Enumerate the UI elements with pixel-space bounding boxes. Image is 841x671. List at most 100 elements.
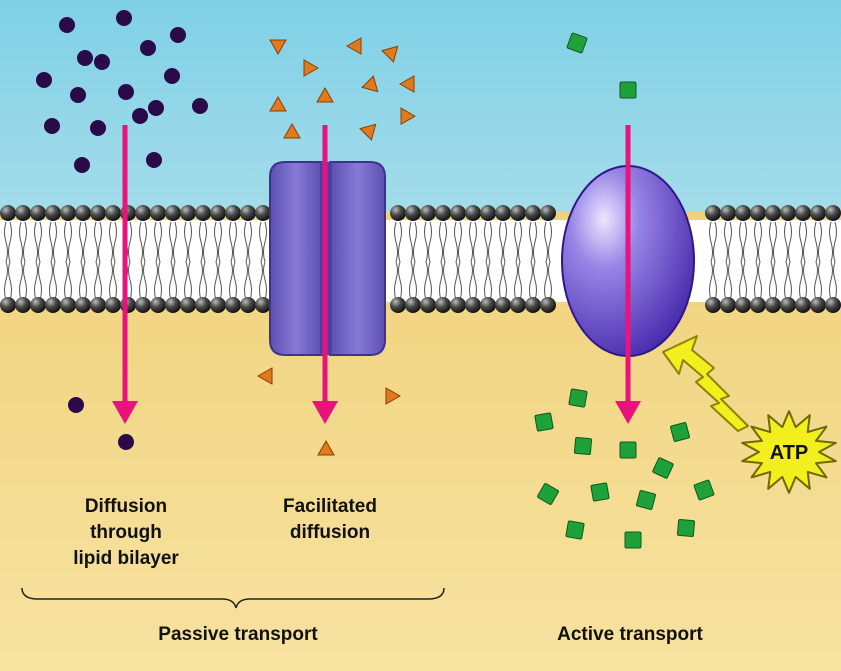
diffusion-solute-dot: [164, 68, 180, 84]
phospholipid-head: [705, 205, 721, 221]
lipid-bilayer: [0, 205, 841, 313]
phospholipid-head: [735, 205, 751, 221]
phospholipid-head: [720, 297, 736, 313]
phospholipid-head: [195, 297, 211, 313]
facilitated-solute-triangle: [345, 37, 362, 55]
active-solute-square: [676, 518, 696, 538]
facilitated-solute-triangle: [359, 123, 377, 141]
phospholipid-head: [135, 297, 151, 313]
phospholipid-head: [150, 297, 166, 313]
phospholipid-head: [465, 297, 481, 313]
phospholipid-head: [75, 205, 91, 221]
active-solute-square: [566, 32, 588, 54]
active-solute-square: [636, 490, 656, 510]
diffusion-solute-dot: [140, 40, 156, 56]
diffusion-solute-dot: [146, 152, 162, 168]
phospholipid-head: [510, 205, 526, 221]
phospholipid-head: [480, 297, 496, 313]
phospholipid-head: [390, 297, 406, 313]
phospholipid-head: [105, 205, 121, 221]
diffusion-solute-dot: [44, 118, 60, 134]
phospholipid-head: [780, 297, 796, 313]
phospholipid-head: [0, 297, 16, 313]
phospholipid-head: [525, 205, 541, 221]
diffusion-solute-dot: [118, 434, 134, 450]
active-transport-solutes: [534, 32, 715, 549]
facilitated-solutes: [256, 37, 416, 456]
label-diffusion-through-lipid-bilayer: Diffusion through lipid bilayer: [73, 496, 179, 569]
phospholipid-head: [405, 297, 421, 313]
active-solute-square: [565, 520, 585, 540]
facilitated-solute-triangle: [398, 75, 415, 93]
phospholipid-head: [180, 297, 196, 313]
diffusion-solute-dot: [59, 17, 75, 33]
phospholipid-head: [165, 205, 181, 221]
label-active-transport: Active transport: [557, 624, 703, 645]
phospholipid-head: [225, 297, 241, 313]
facilitated-solute-triangle: [283, 122, 301, 139]
diffusion-solutes: [36, 10, 208, 450]
phospholipid-head: [525, 297, 541, 313]
phospholipid-head: [60, 205, 76, 221]
phospholipid-head: [420, 205, 436, 221]
facilitated-solute-triangle: [317, 439, 335, 456]
diffusion-solute-dot: [90, 120, 106, 136]
extracellular-region: [0, 0, 841, 212]
phospholipid-head: [45, 205, 61, 221]
phospholipid-head: [750, 205, 766, 221]
diffusion-solute-dot: [148, 100, 164, 116]
diffusion-solute-dot: [74, 157, 90, 173]
facilitated-solute-triangle: [400, 107, 416, 126]
active-solute-square: [670, 422, 690, 442]
diffusion-solute-dot: [192, 98, 208, 114]
phospholipid-head: [15, 297, 31, 313]
phospholipid-head: [435, 205, 451, 221]
phospholipid-head: [510, 297, 526, 313]
phospholipid-head: [120, 297, 136, 313]
facilitated-solute-triangle: [385, 387, 402, 405]
phospholipid-head: [810, 205, 826, 221]
phospholipid-head: [540, 205, 556, 221]
phospholipid-head: [210, 205, 226, 221]
phospholipid-head: [255, 205, 271, 221]
facilitated-solute-triangle: [303, 59, 320, 77]
facilitated-solute-triangle: [256, 367, 273, 385]
phospholipid-head: [240, 297, 256, 313]
phospholipid-head: [825, 297, 841, 313]
phospholipid-head: [60, 297, 76, 313]
phospholipid-head: [255, 297, 271, 313]
active-solute-square: [619, 441, 637, 459]
phospholipid-head: [135, 205, 151, 221]
phospholipid-head: [420, 297, 436, 313]
label-facilitated-diffusion: Facilitated diffusion: [283, 496, 377, 543]
phospholipid-head: [735, 297, 751, 313]
diffusion-solute-dot: [116, 10, 132, 26]
active-solute-square: [534, 412, 554, 432]
phospholipid-head: [450, 205, 466, 221]
diffusion-solute-dot: [118, 84, 134, 100]
phospholipid-head: [240, 205, 256, 221]
phospholipid-head: [765, 205, 781, 221]
facilitated-solute-triangle: [316, 86, 334, 103]
phospholipid-head: [435, 297, 451, 313]
active-solute-square: [652, 457, 674, 479]
energy-bolt-icon: [662, 335, 749, 432]
phospholipid-head: [165, 297, 181, 313]
diffusion-solute-dot: [68, 397, 84, 413]
phospholipid-head: [30, 297, 46, 313]
facilitated-solute-triangle: [269, 39, 287, 56]
diffusion-solute-dot: [170, 27, 186, 43]
phospholipid-head: [210, 297, 226, 313]
active-solute-square: [693, 479, 715, 501]
facilitated-solute-triangle: [381, 45, 399, 63]
phospholipid-head: [120, 205, 136, 221]
passive-transport-brace: [21, 587, 445, 609]
label-passive-transport: Passive transport: [158, 624, 318, 645]
phospholipid-head: [780, 205, 796, 221]
phospholipid-head: [15, 205, 31, 221]
active-solute-square: [573, 436, 593, 456]
active-solute-square: [568, 388, 588, 408]
diffusion-solute-dot: [94, 54, 110, 70]
